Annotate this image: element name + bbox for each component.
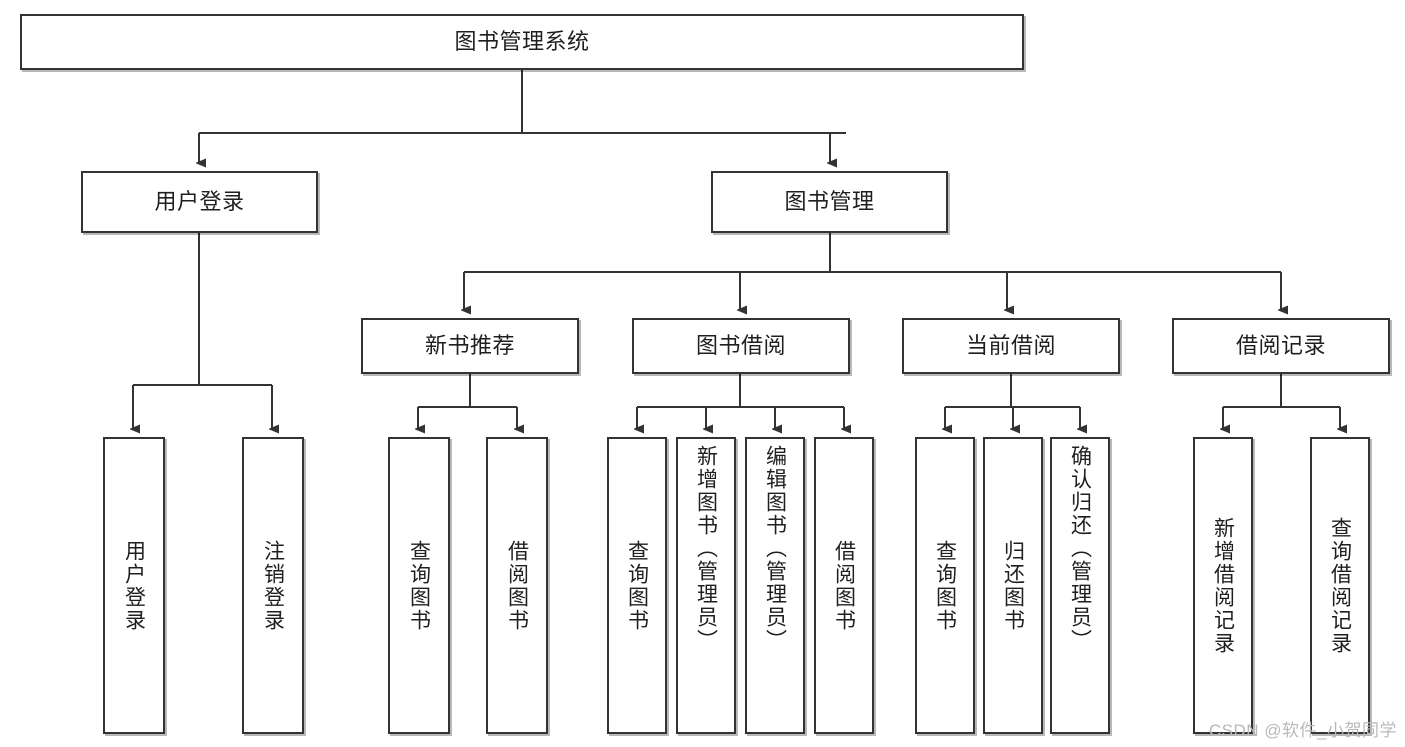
leaf-borrow-book-new-label: 借阅图书: [505, 539, 529, 632]
leaf-query-book-new-label: 查询图书: [407, 539, 431, 632]
node-new-book-recommend-label: 新书推荐: [424, 333, 515, 359]
leaf-add-book-admin-label: 新增图书（管理员）: [694, 445, 718, 652]
node-root-label: 图书管理系统: [454, 29, 590, 55]
node-current-borrow[interactable]: 当前借阅: [902, 318, 1120, 374]
node-user-login-label: 用户登录: [154, 189, 245, 215]
node-book-borrow-label: 图书借阅: [695, 333, 786, 359]
leaf-borrow-book-label: 借阅图书: [832, 539, 856, 632]
leaf-user-login-label: 用户登录: [122, 539, 146, 632]
leaf-return-book[interactable]: 归还图书: [983, 437, 1043, 734]
leaf-edit-book-admin-label: 编辑图书（管理员）: [763, 445, 787, 652]
leaf-add-borrow-record[interactable]: 新增借阅记录: [1193, 437, 1253, 734]
leaf-return-book-label: 归还图书: [1001, 539, 1025, 632]
node-new-book-recommend[interactable]: 新书推荐: [361, 318, 579, 374]
leaf-query-book-new[interactable]: 查询图书: [388, 437, 450, 734]
leaf-query-borrow-record-label: 查询借阅记录: [1328, 516, 1352, 655]
node-borrow-record-label: 借阅记录: [1235, 333, 1326, 359]
node-borrow-record[interactable]: 借阅记录: [1172, 318, 1390, 374]
node-book-borrow[interactable]: 图书借阅: [632, 318, 850, 374]
leaf-add-book-admin[interactable]: 新增图书（管理员）: [676, 437, 736, 734]
leaf-logout[interactable]: 注销登录: [242, 437, 304, 734]
node-user-login[interactable]: 用户登录: [81, 171, 318, 233]
node-book-manage[interactable]: 图书管理: [711, 171, 948, 233]
leaf-query-book-current[interactable]: 查询图书: [915, 437, 975, 734]
node-book-manage-label: 图书管理: [784, 189, 875, 215]
leaf-add-borrow-record-label: 新增借阅记录: [1211, 516, 1235, 655]
leaf-query-borrow-record[interactable]: 查询借阅记录: [1310, 437, 1370, 734]
leaf-confirm-return[interactable]: 确认归还（管理员）: [1050, 437, 1110, 734]
leaf-query-book-current-label: 查询图书: [933, 539, 957, 632]
leaf-borrow-book-new[interactable]: 借阅图书: [486, 437, 548, 734]
leaf-logout-label: 注销登录: [261, 539, 285, 632]
leaf-borrow-book[interactable]: 借阅图书: [814, 437, 874, 734]
leaf-user-login[interactable]: 用户登录: [103, 437, 165, 734]
leaf-edit-book-admin[interactable]: 编辑图书（管理员）: [745, 437, 805, 734]
leaf-query-book-borrow[interactable]: 查询图书: [607, 437, 667, 734]
leaf-query-book-borrow-label: 查询图书: [625, 539, 649, 632]
node-current-borrow-label: 当前借阅: [965, 333, 1056, 359]
node-root[interactable]: 图书管理系统: [20, 14, 1024, 70]
leaf-confirm-return-label: 确认归还（管理员）: [1068, 445, 1092, 652]
